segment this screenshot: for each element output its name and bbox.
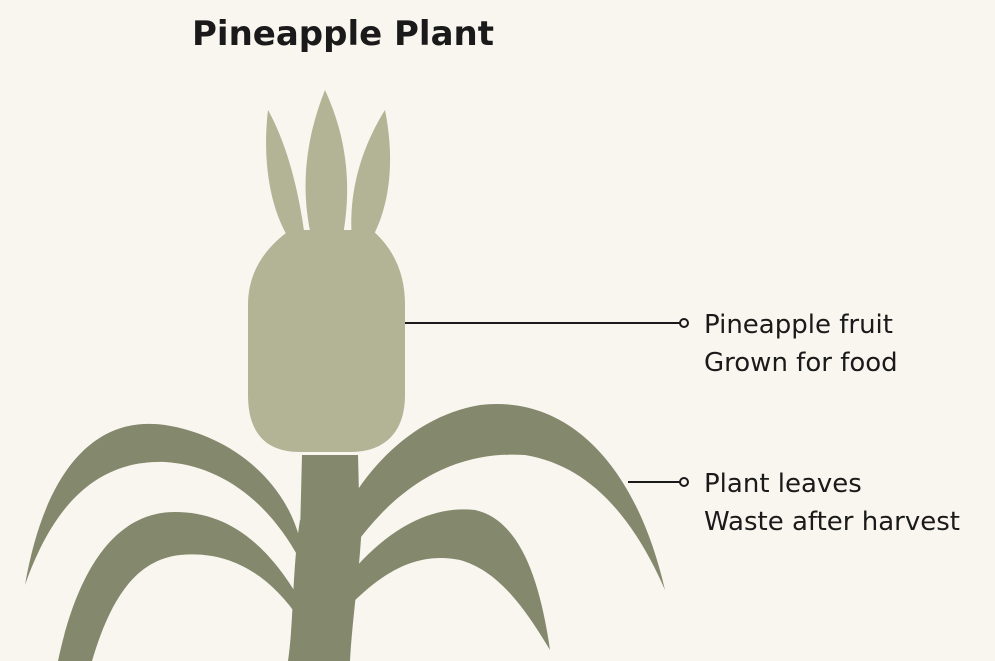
pineapple-fruit-body (248, 230, 405, 452)
callout-fruit: Pineapple fruit Grown for food (704, 306, 898, 382)
callout-fruit-name: Pineapple fruit (704, 306, 898, 344)
callout-fruit-description: Grown for food (704, 344, 898, 382)
callout-leaves-name: Plant leaves (704, 465, 960, 503)
callout-leaves: Plant leaves Waste after harvest (704, 465, 960, 541)
callout-line-fruit (405, 319, 688, 327)
callout-line-leaves (628, 478, 688, 486)
pineapple-crown (266, 90, 390, 240)
callout-leaves-description: Waste after harvest (704, 503, 960, 541)
